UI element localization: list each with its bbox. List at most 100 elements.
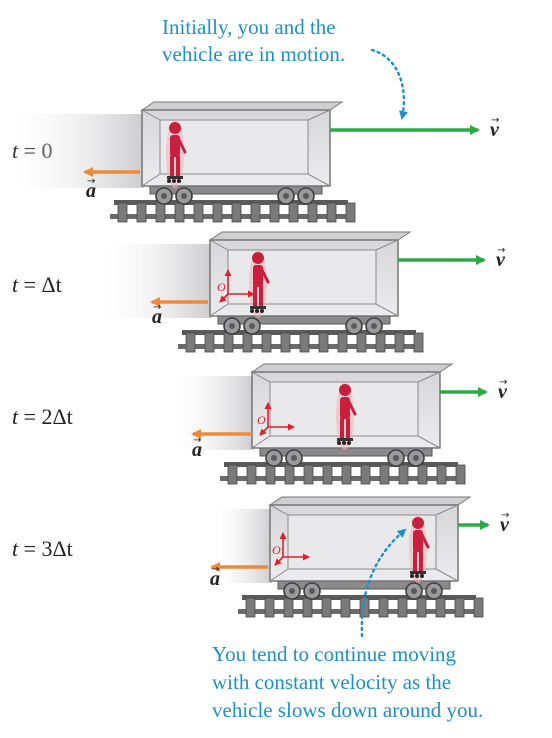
time-label-2: t = 2Δt — [12, 404, 73, 430]
box-edge — [269, 568, 289, 582]
rail-tie — [302, 597, 313, 618]
frame-0: v→a→ — [0, 101, 500, 223]
rail-tie — [261, 332, 272, 353]
skate-wheel — [177, 179, 181, 183]
rail-tie — [242, 332, 253, 353]
skate — [250, 306, 266, 309]
skate — [337, 438, 353, 441]
skate — [167, 176, 183, 179]
wheel-hub — [291, 455, 297, 461]
skate-wheel — [250, 309, 254, 313]
box-edge — [209, 303, 229, 317]
box-edge — [251, 371, 271, 383]
rail-tie — [264, 597, 275, 618]
wheel-hub — [411, 588, 417, 594]
axis-z — [219, 293, 229, 303]
person-arm — [420, 533, 430, 549]
box-top — [140, 101, 344, 111]
rail-tie — [322, 464, 333, 485]
rail-tie — [473, 597, 484, 618]
rail — [238, 609, 480, 614]
vector-arrow-icon: → — [497, 245, 505, 256]
rail-tie — [250, 202, 261, 223]
person-torso — [253, 265, 263, 287]
rail-tie — [454, 597, 465, 618]
person-head — [412, 517, 424, 529]
velocity-label: v — [496, 249, 506, 271]
origin-label: O — [272, 543, 281, 557]
wheel-hub — [229, 323, 235, 329]
vector-arrow-icon: → — [87, 176, 95, 187]
wheel-hub — [351, 323, 357, 329]
origin-label: O — [217, 280, 226, 294]
time-variable: t — [12, 272, 19, 297]
rail-tie — [345, 202, 356, 223]
callout-constant-velocity: You tend to continue moving with constan… — [212, 640, 483, 724]
origin-label: O — [257, 413, 266, 427]
vector-arrow-icon: → — [491, 115, 499, 126]
frame-3: v→a→O — [210, 496, 510, 618]
skate-wheel — [415, 574, 419, 578]
box-top — [268, 496, 472, 506]
person-arm — [177, 138, 187, 154]
rail-tie — [375, 332, 386, 353]
wheel-hub — [181, 193, 187, 199]
rail — [182, 330, 416, 335]
wheel-hub — [289, 588, 295, 594]
rail-tie — [283, 597, 294, 618]
frame-1: v→a→O — [95, 231, 506, 353]
rail-tie — [231, 202, 242, 223]
callout-line: You tend to continue moving — [212, 642, 457, 666]
axis-z — [274, 556, 284, 566]
box-edge — [435, 568, 459, 582]
rail-tie — [435, 597, 446, 618]
acceleration-label: a — [152, 306, 162, 328]
skater-person — [409, 515, 430, 583]
rail-tie — [204, 332, 215, 353]
person-leg — [259, 286, 263, 306]
rail-tie — [341, 464, 352, 485]
rail-tie — [227, 464, 238, 485]
rail-tie — [413, 332, 424, 353]
axis-z — [259, 426, 269, 436]
rail-tie — [136, 202, 147, 223]
wheel-hub — [249, 323, 255, 329]
wheel-hub — [309, 588, 315, 594]
skate-wheel — [337, 441, 341, 445]
time-value: = 2Δt — [18, 404, 73, 429]
velocity-label: v — [490, 119, 500, 141]
rail-tie — [417, 464, 428, 485]
wheel-hub — [161, 193, 167, 199]
skater-person — [249, 250, 270, 318]
rail-tie — [288, 202, 299, 223]
rail-tie — [397, 597, 408, 618]
box-edge — [307, 109, 331, 121]
rail — [114, 200, 348, 205]
acceleration-label: a — [86, 180, 96, 202]
rail-tie — [245, 597, 256, 618]
rail-tie — [246, 464, 257, 485]
box-edge — [375, 303, 399, 317]
box-edge — [141, 109, 161, 121]
rail-tie — [455, 464, 466, 485]
rail-tie — [378, 597, 389, 618]
box-edge — [209, 239, 229, 251]
motion-blur — [0, 114, 144, 188]
rail-tie — [117, 202, 128, 223]
skate — [410, 571, 426, 574]
vector-arrow-icon: → — [193, 435, 201, 446]
person-torso — [340, 397, 350, 419]
callout-line: with constant velocity as the — [212, 670, 452, 694]
time-value: = 3Δt — [18, 536, 73, 561]
rail-tie — [337, 332, 348, 353]
frame-2: v→a→O — [170, 363, 508, 485]
rail-tie — [303, 464, 314, 485]
person-head — [339, 384, 351, 396]
acceleration-label: a — [192, 439, 202, 461]
rail-tie — [321, 597, 332, 618]
box-edge — [269, 504, 289, 516]
motion-blur — [210, 509, 272, 583]
rail-tie — [436, 464, 447, 485]
rail-tie — [185, 332, 196, 353]
